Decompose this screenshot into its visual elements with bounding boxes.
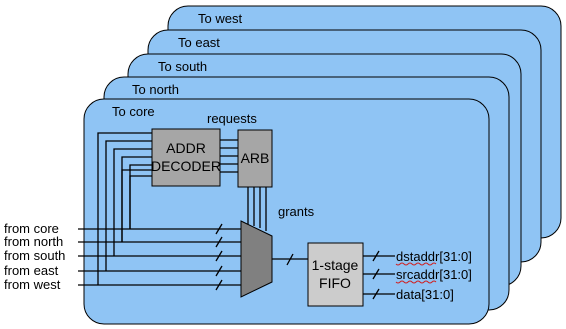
input-wires xyxy=(78,223,241,291)
addr-decoder-block: ADDR DECODER xyxy=(151,128,221,187)
input-from-north-label: from north xyxy=(4,234,63,249)
spellcheck-underline-dstaddr xyxy=(395,262,437,266)
output-wires xyxy=(363,250,395,300)
input-from-east-label: from east xyxy=(4,263,59,278)
input-from-west-label: from west xyxy=(4,277,61,292)
requests-label: requests xyxy=(207,111,257,126)
panel-label-to-west: To west xyxy=(198,11,242,26)
panel-label-to-north: To north xyxy=(132,82,179,97)
mux-to-fifo-wire xyxy=(272,253,308,266)
decoder-tap-wires xyxy=(97,132,152,285)
grants-label: grants xyxy=(278,204,315,219)
request-wires xyxy=(220,139,238,173)
fifo-label-1: 1-stage xyxy=(312,257,359,273)
panel-label-to-east: To east xyxy=(178,35,220,50)
arb-block: ARB xyxy=(237,129,273,188)
panel-label-to-south: To south xyxy=(158,59,207,74)
input-from-core-label: from core xyxy=(4,221,59,236)
spellcheck-underline-srcaddr xyxy=(395,280,437,284)
fifo-block: 1-stage FIFO xyxy=(307,242,364,307)
mux-block xyxy=(240,220,273,298)
grant-wires xyxy=(247,187,267,231)
input-from-south-label: from south xyxy=(4,248,65,263)
output-dstaddr-label: dstaddr[31:0] xyxy=(396,249,472,264)
output-data-label: data[31:0] xyxy=(396,287,454,302)
addr-decoder-label-1: ADDR xyxy=(166,140,206,156)
addr-decoder-label-2: DECODER xyxy=(151,158,221,174)
fifo-label-2: FIFO xyxy=(319,275,351,291)
arb-label: ARB xyxy=(241,150,270,166)
panel-label-to-core: To core xyxy=(112,104,155,119)
output-srcaddr-label: srcaddr[31:0] xyxy=(396,267,472,282)
